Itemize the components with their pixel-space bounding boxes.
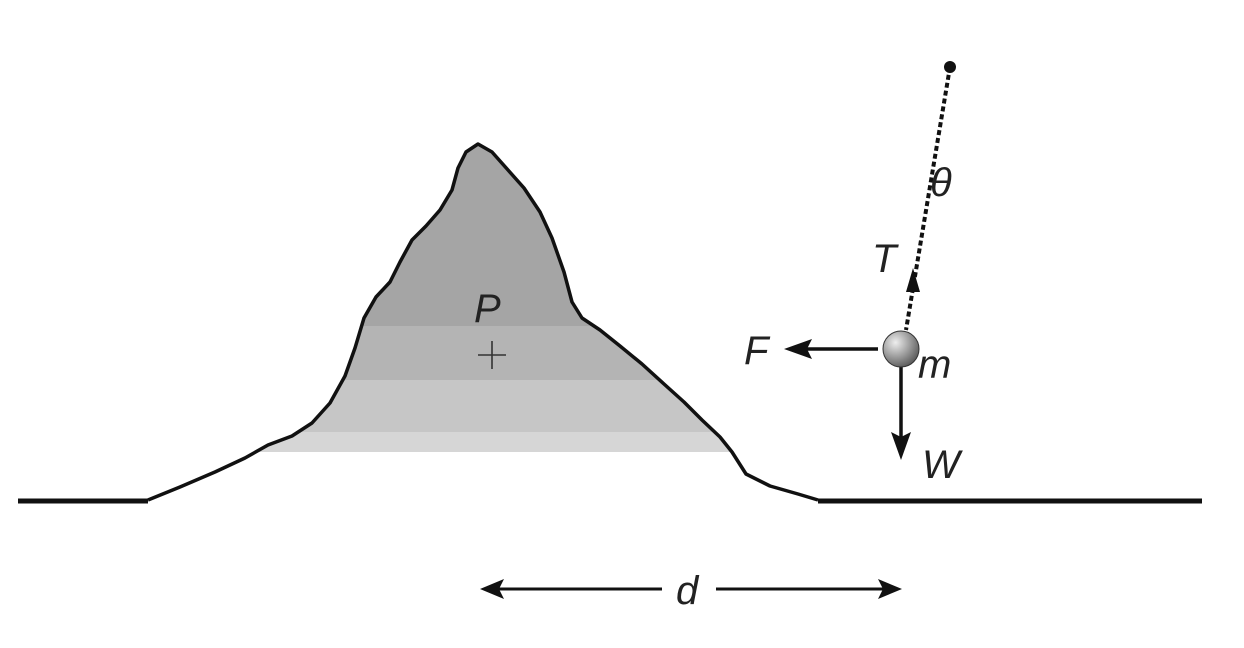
point-p-cross bbox=[478, 341, 506, 369]
weight-arrowhead bbox=[891, 432, 911, 460]
label-tension: T bbox=[872, 237, 899, 281]
distance-arrowhead-left bbox=[480, 579, 504, 599]
label-force: F bbox=[744, 329, 771, 373]
label-p: P bbox=[474, 287, 501, 331]
mountain-band-4 bbox=[148, 432, 818, 452]
force-arrowhead bbox=[784, 339, 812, 359]
label-mass: m bbox=[918, 343, 951, 387]
tension-arrowhead bbox=[906, 268, 920, 292]
mountain-outline bbox=[147, 142, 819, 502]
distance-arrowhead-right bbox=[878, 579, 902, 599]
pendulum-bob bbox=[882, 330, 920, 368]
mountain bbox=[148, 144, 818, 452]
pendulum-string bbox=[904, 66, 952, 331]
mountain-band-3 bbox=[148, 380, 818, 432]
label-theta: θ bbox=[930, 161, 952, 205]
pivot-point bbox=[944, 61, 956, 73]
label-distance: d bbox=[676, 569, 700, 613]
label-weight: W bbox=[922, 443, 963, 487]
